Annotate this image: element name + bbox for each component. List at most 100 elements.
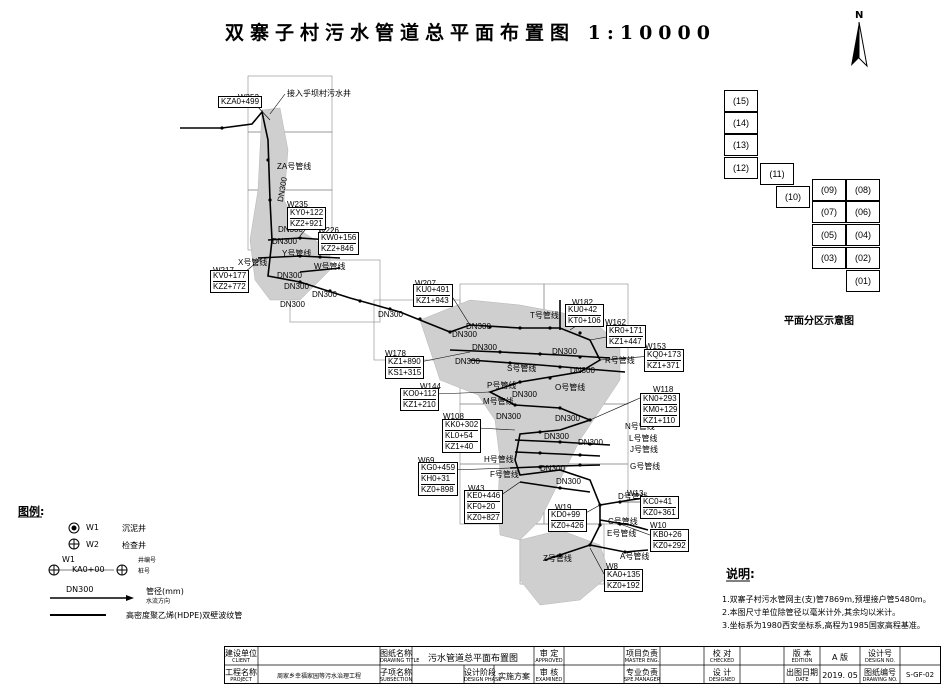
zone-cell: (11) [760,163,794,185]
map-label: O号管线 [555,383,586,392]
map-label: Y号管线 [282,249,312,258]
station-value: KZ2+921 [290,218,324,228]
map-label: DN300 [556,477,581,486]
tb-drawing-en: DRAWING TITLE [380,658,420,664]
map-label: W226 [318,226,339,235]
note-item: 3.坐标系为1980西安坐标系,高程为1985国家高程基准。 [722,621,925,630]
station-value: KL0+54 [445,430,479,441]
legend-w2-code: W2 [86,540,99,549]
station-value: KN0+293 [643,394,677,403]
station-value: KK0+302 [445,420,479,429]
zone-cell: (06) [846,201,880,223]
station-value: KZ0+898 [421,484,456,494]
map-label: M号管线 [483,397,514,406]
station-value: KH0+31 [421,473,456,484]
note-item: 1.双寨子村污水管网主(支)管7869m,预埋接户管5480m。 [722,595,931,604]
map-label: J号管线 [630,445,658,454]
station-value: KA0+135 [607,570,641,579]
tb-sub-label: 子项名称 [380,668,412,677]
map-label: DN300 [496,412,521,421]
tb-project-en: PROJECT [230,677,252,683]
station-value: KW0+156 [321,233,357,242]
tb-edition-en: EDITION [791,658,813,664]
zone-cell: (13) [724,134,758,156]
map-label: DN300 [466,322,491,331]
map-label: W号管线 [314,262,346,271]
legend-combo-top: 井编号 [138,557,157,564]
map-label: T号管线 [530,311,559,320]
zone-cell: (14) [724,112,758,134]
tb-project-label: 工程名称 [225,668,257,677]
station-value: KZ0+361 [643,507,676,517]
tb-master-label: 项目负责 [626,649,658,658]
tb-approved-en: APPROVED [535,658,563,664]
well-station-symbol-icon [48,564,128,576]
tb-project-value: 周家乡幸福家园等污水治理工程 [276,673,361,680]
zone-cell: (01) [846,270,880,292]
tb-date-label: 出图日期 [786,668,818,677]
map-label: W235 [287,200,308,209]
tb-client-label: 建设单位 [225,649,257,658]
map-label: E号管线 [607,529,637,538]
inspection-well-icon [68,538,80,550]
station-value: KU0+491 [416,285,450,294]
station-value: KZ0+426 [551,520,584,530]
map-label: W8 [606,562,618,571]
map-label: W144 [420,382,441,391]
tb-edition-value: A 版 [831,653,848,662]
tb-designed-en: DESIGNED [708,677,736,683]
notes-title: 说明: [726,567,755,581]
map-label: DN300 [578,438,603,447]
zone-cell: (12) [724,157,758,179]
tb-design-no-en: DESIGN NO. [865,658,895,664]
map-label: DN300 [378,310,403,319]
map-label: W13 [627,489,644,498]
map-label: W10 [650,521,667,530]
map-label: DN300 [555,414,580,423]
tb-client-en: CLIENT [232,658,250,664]
map-label: S号管线 [507,364,537,373]
zone-cell: (07) [812,201,846,223]
zone-cell: (15) [724,90,758,112]
map-label: W108 [443,412,464,421]
zone-cell: (10) [776,186,810,208]
station-value: KB0+26 [653,530,682,539]
map-label: DN300 [312,290,337,299]
tb-checked-en: CHECKED [709,658,735,664]
zone-cell: (05) [812,224,846,246]
tb-master-en: MASTER ENG. [624,658,660,664]
legend-pipe-desc-top: 管径(mm) [146,587,184,596]
station-value: KU0+42 [568,305,598,314]
zone-cell: (03) [812,247,846,269]
map-label: DN300 [552,347,577,356]
zone-cell: (08) [846,179,880,201]
tb-date-value: 2019. 05 [822,671,858,680]
map-label: DN300 [455,357,480,366]
map-label: F号管线 [490,470,519,479]
notes-underline [726,580,750,582]
tb-design-no-label: 设计号 [868,649,892,658]
map-label: DN300 [540,464,565,473]
title-block: 建设单位 CLIENT 工程名称 PROJECT 周家乡幸福家园等污水治理工程 … [224,646,940,685]
map-label: W207 [415,279,436,288]
station-value: KO0+112 [403,389,437,398]
station-value: KZ0+827 [467,512,501,522]
station-value: KC0+41 [643,497,673,506]
map-label: DN300 [512,390,537,399]
tb-phase-en: DESIGN PHASE [464,677,502,683]
hdpe-pipe-line-icon [50,614,106,616]
station-value: KZ1+371 [647,360,682,370]
legend-w2-desc: 检查井 [122,541,146,550]
station-value: KQ0+173 [647,350,682,359]
